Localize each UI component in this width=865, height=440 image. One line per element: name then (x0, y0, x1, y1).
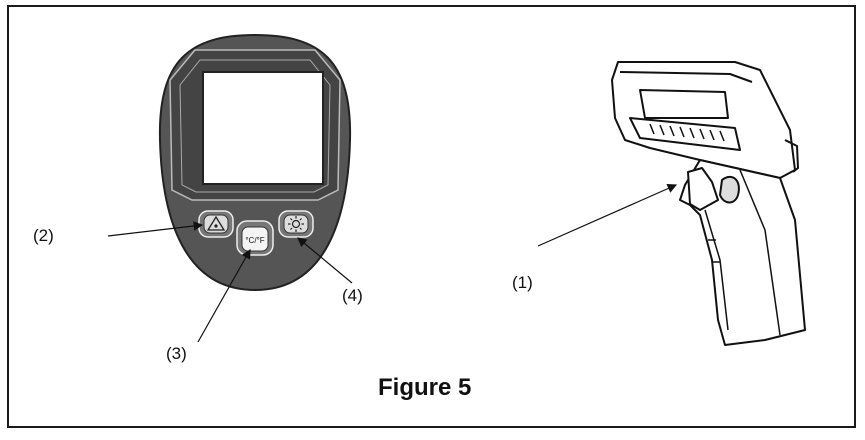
leader-line-4 (297, 237, 353, 284)
head-top-ridge (619, 71, 753, 83)
display-window (639, 89, 729, 119)
handle-inner-edge (739, 169, 781, 336)
trigger-button (719, 175, 740, 204)
leader-line-1 (537, 184, 678, 247)
callout-4: (4) (342, 286, 363, 305)
leader-line-2 (107, 221, 204, 237)
unit-toggle-label: °C/°F (245, 236, 264, 245)
trigger[interactable] (687, 167, 719, 211)
callout-3: (3) (166, 344, 187, 363)
side-panel (629, 117, 741, 151)
lcd-screen (202, 71, 324, 185)
laser-button[interactable] (198, 210, 234, 238)
screen-bezel-inner (179, 59, 331, 193)
backlight-icon (288, 216, 304, 232)
callout-2: (2) (33, 226, 54, 245)
device-front-view: °C/°F (158, 33, 352, 292)
backlight-button[interactable] (278, 210, 314, 238)
laser-warning-icon (206, 215, 226, 231)
callout-1: (1) (512, 273, 533, 292)
handle-front-edge (704, 209, 729, 331)
device-side-view (611, 61, 806, 346)
leader-line-3 (197, 248, 251, 343)
device-handle (679, 159, 806, 346)
rear-cap (784, 139, 799, 173)
figure-frame (7, 5, 856, 428)
unit-toggle-button[interactable]: °C/°F (236, 220, 274, 256)
vent-grille (649, 123, 725, 142)
figure-caption: Figure 5 (378, 374, 472, 401)
